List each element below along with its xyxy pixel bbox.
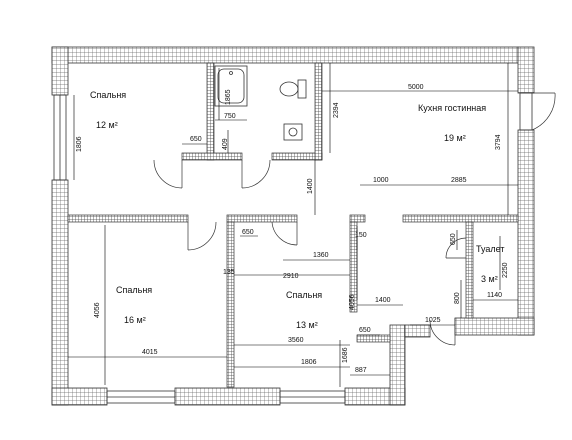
dim-label: 650 [359, 327, 371, 334]
dim-label: 1140 [487, 292, 502, 299]
room-area: 12 м² [96, 120, 118, 130]
dim-label: 2885 [451, 177, 467, 184]
dim-label: 4056 [349, 294, 356, 310]
dim-label: 650 [242, 229, 254, 236]
dimension-lines [68, 63, 518, 387]
dim-label: 1400 [375, 297, 391, 304]
dim-label: 750 [224, 113, 236, 120]
dim-label: 3560 [288, 337, 304, 344]
room-name: Туалет [476, 244, 504, 254]
toilet-icon [279, 79, 307, 99]
bathtub-icon [214, 65, 248, 107]
exterior-walls [51, 46, 535, 406]
dim-label: 1806 [301, 359, 317, 366]
dim-label: 2394 [333, 102, 340, 118]
room-area: 13 м² [296, 320, 318, 330]
dim-label: 135 [223, 269, 235, 276]
doors [153, 92, 556, 346]
dim-label: 887 [355, 367, 367, 374]
room-name: Кухня гостинная [418, 103, 486, 113]
interior-walls [67, 62, 519, 388]
dim-label: 1865 [225, 89, 232, 105]
room-name: Спальня [286, 290, 322, 300]
dim-label: 1360 [313, 252, 329, 259]
windows [53, 92, 533, 404]
dim-label: 2250 [502, 262, 509, 278]
room-labels: Спальня 12 м² Кухня гостинная 19 м² Спал… [90, 90, 504, 330]
dim-label: 4056 [94, 302, 101, 318]
dim-label: 1806 [76, 136, 83, 152]
dim-label: 3794 [495, 134, 502, 150]
room-name: Спальня [90, 90, 126, 100]
dim-label: 5000 [408, 84, 424, 91]
dim-label: 650 [190, 136, 202, 143]
sink-icon [283, 123, 303, 141]
dim-label: 650 [450, 233, 457, 245]
dim-label: 2910 [283, 273, 299, 280]
dimension-labels: 5000 3794 2394 1865 750 409 650 1806 140… [76, 84, 509, 374]
dim-label: 800 [454, 292, 461, 304]
room-area: 19 м² [444, 133, 466, 143]
room-area: 16 м² [124, 315, 146, 325]
room-area: 3 м² [481, 274, 498, 284]
dim-label: 150 [355, 232, 367, 239]
dim-label: 1400 [307, 178, 314, 194]
room-name: Спальня [116, 285, 152, 295]
dim-label: 4015 [142, 349, 158, 356]
dim-label: 409 [222, 138, 229, 150]
dim-label: 1000 [373, 177, 389, 184]
dim-label: 1025 [425, 317, 441, 324]
dim-label: 1686 [342, 347, 349, 363]
